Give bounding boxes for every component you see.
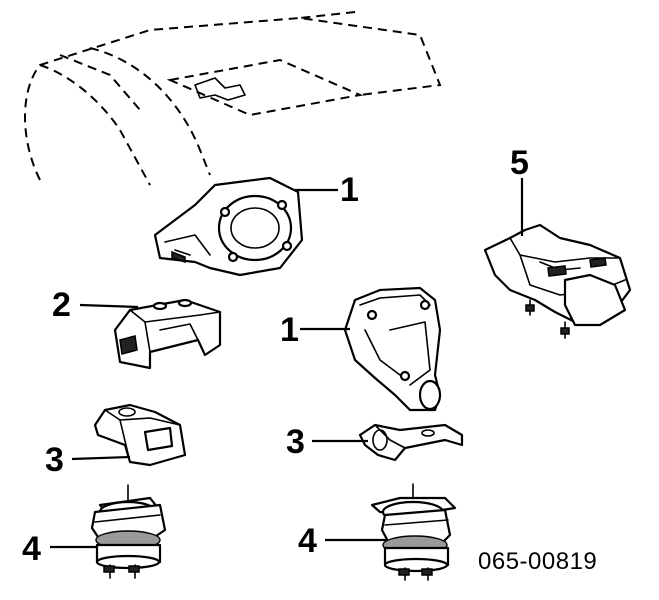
engine-mount-insulator-2: [113, 298, 222, 370]
engine-outline: [24, 11, 442, 186]
leader-lines: [50, 178, 524, 549]
callout-1-right: 1: [280, 311, 299, 349]
engine-bracket-top: [153, 176, 304, 277]
callout-4-left: 4: [22, 530, 41, 568]
diagram-code: 065-00819: [478, 548, 598, 575]
mount-bracket-3-right: [358, 423, 464, 462]
transmission-mount-5: [483, 223, 632, 339]
callout-2: 2: [52, 286, 71, 324]
callout-3-left: 3: [45, 441, 64, 479]
engine-mount-4-right: [370, 483, 457, 581]
callout-1-top: 1: [340, 171, 359, 209]
callout-4-right: 4: [298, 522, 317, 560]
engine-bracket-right: [343, 286, 442, 412]
callout-5: 5: [510, 144, 529, 182]
mount-bracket-3-left: [93, 403, 187, 467]
callout-3-right: 3: [286, 423, 305, 461]
engine-mount-4-left: [90, 484, 167, 579]
